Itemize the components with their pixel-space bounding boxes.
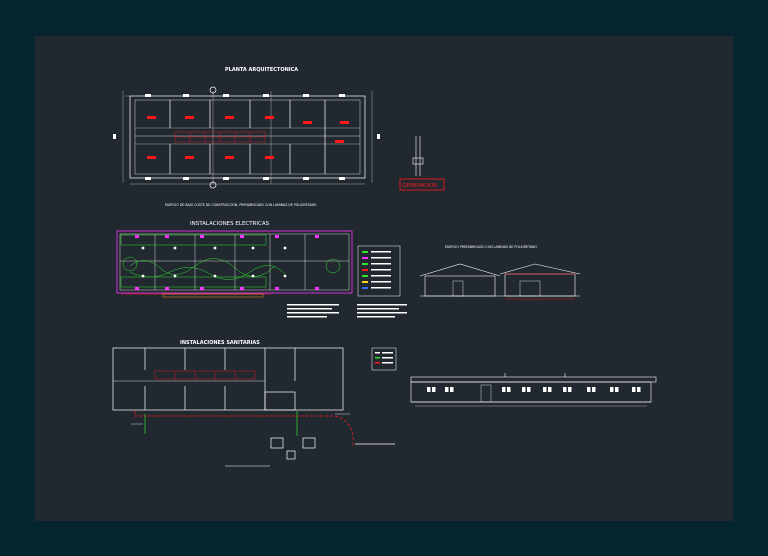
planta-furniture [174,131,266,143]
planta-windows [113,94,380,180]
electrical-outlets [135,235,319,290]
generator-detail [412,136,424,176]
electrical-title: INSTALACIONES ELECTRICAS [190,221,270,227]
long-elevation [410,373,657,407]
sanitary-plan [112,347,344,411]
elevation-note: EDIFICIO PREFABRICADO CON LAMINAS DE POL… [445,245,537,249]
sanitary-piping [131,411,395,467]
sanitary-furniture [154,370,256,380]
generator-label: GENERADOR [402,183,437,189]
cad-drawing: PLANTA ARQUITECTONICA EDIFICIO DE BAJO C… [112,67,657,467]
planta-note: EDIFICIO DE BAJO COSTE DE CONSTRUCCION, … [165,203,317,207]
electrical-plan [116,230,353,298]
front-elevation [419,263,501,297]
generator-box [399,178,445,191]
sanitary-title: INSTALACIONES SANITARIAS [180,340,260,346]
drawing-canvas[interactable]: PLANTA ARQUITECTONICA EDIFICIO DE BAJO C… [35,36,733,521]
long-elevation-windows [427,387,641,392]
planta-title: PLANTA ARQUITECTONICA [225,67,298,73]
electrical-legend [357,245,401,297]
electrical-notes [287,304,407,318]
planta-fixtures [147,116,349,159]
architectural-plan [122,86,373,189]
electrical-lamps [141,246,287,278]
sanitary-legend [371,347,397,371]
section-elevation [499,263,581,300]
